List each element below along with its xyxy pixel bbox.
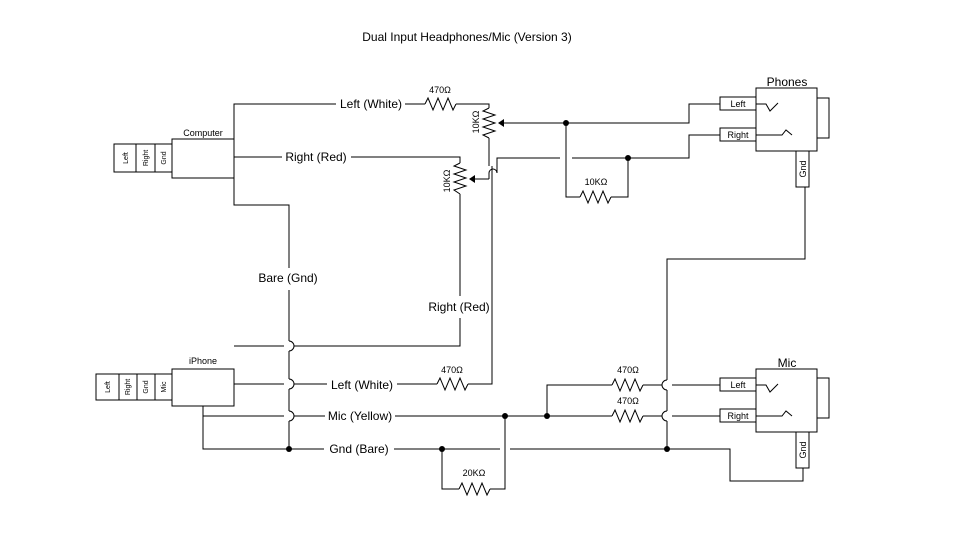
bare-gnd-wire: Bare (Gnd)	[233, 171, 318, 452]
mic-jack: Mic Left Right Gnd	[719, 356, 830, 469]
computer-left-wire-label: Left (White)	[340, 97, 402, 111]
resistor-470-iphone-left	[436, 376, 469, 392]
phones-gnd-label: Gnd	[798, 160, 808, 177]
pot-left: 10KΩ	[471, 107, 504, 166]
mic-right-label: Right	[727, 411, 749, 421]
iphone-right-label: Right (Red)	[428, 300, 489, 314]
iphone-mic-label: Mic (Yellow)	[328, 409, 392, 423]
bare-gnd-label: Bare (Gnd)	[258, 271, 317, 285]
mic-jack-socket	[816, 377, 830, 419]
resistor-470-iphone-left-label: 470Ω	[441, 365, 463, 375]
computer-right-wire: Right (Red)	[234, 150, 461, 164]
resistor-10k-bridge	[579, 189, 612, 205]
bridge-resistor-label: 10KΩ	[585, 177, 608, 187]
iphone-pin-mic: Mic	[161, 381, 168, 392]
resistor-470-mic-right	[611, 408, 644, 424]
iphone-pin-gnd: Gnd	[143, 380, 150, 393]
phones-jack-socket	[816, 97, 830, 139]
iphone-plug-pins	[95, 373, 173, 401]
mic-gnd-label: Gnd	[798, 441, 808, 458]
iphone-label: iPhone	[189, 356, 217, 366]
computer-plug-body	[171, 138, 235, 179]
computer-pin-gnd: Gnd	[161, 151, 168, 164]
resistor-20k-label: 20KΩ	[463, 468, 486, 478]
resistor-470-left	[424, 96, 457, 112]
iphone-right-wire: Right (Red)	[234, 194, 490, 347]
mic-left-label: Left	[730, 380, 746, 390]
diagram-title: Dual Input Headphones/Mic (Version 3)	[362, 30, 571, 44]
computer-right-wire-label: Right (Red)	[285, 150, 346, 164]
phones-right-label: Right	[727, 130, 749, 140]
computer-left-wire: Left (White) 470Ω	[233, 85, 490, 144]
computer-plug-pins	[113, 143, 173, 173]
phones-left-label: Left	[730, 99, 746, 109]
pot-right-label: 10KΩ	[442, 169, 452, 192]
iphone-mic-wire: Mic (Yellow) 470Ω 470Ω	[202, 365, 720, 424]
iphone-gnd-wire: Gnd (Bare) 20KΩ	[202, 406, 804, 497]
pot-left-label: 10KΩ	[471, 110, 481, 133]
resistor-20k	[458, 481, 491, 497]
resistor-470-mic-right-label: 470Ω	[617, 396, 639, 406]
mic-jack-body	[755, 368, 818, 433]
iphone-pin-left: Left	[105, 381, 112, 393]
mic-label: Mic	[778, 356, 797, 370]
iphone-left-wire: Left (White) 470Ω	[234, 166, 493, 392]
iphone-plug-body	[171, 368, 235, 407]
resistor-470-left-label: 470Ω	[429, 85, 451, 95]
resistor-470-mic-left	[611, 377, 644, 393]
resistor-470-mic-left-label: 470Ω	[617, 365, 639, 375]
phones-jack: Phones Left Right Gnd	[719, 75, 830, 188]
left-output-wire	[504, 103, 720, 126]
computer-pin-right: Right	[143, 150, 150, 166]
computer-pin-left: Left	[123, 152, 130, 164]
iphone-left-label: Left (White)	[331, 378, 393, 392]
phones-gnd-terminal	[795, 150, 810, 188]
computer-plug: Left Right Gnd Computer	[113, 128, 235, 179]
iphone-plug: Left Right Gnd Mic iPhone	[95, 356, 235, 407]
right-output-wire	[475, 134, 720, 180]
iphone-gnd-label: Gnd (Bare)	[329, 442, 388, 456]
computer-label: Computer	[183, 128, 223, 138]
phones-gnd-wire	[661, 187, 806, 449]
bridge-resistor: 10KΩ	[565, 123, 629, 205]
pot-right: 10KΩ	[442, 162, 475, 195]
phones-jack-body	[755, 87, 818, 152]
phones-label: Phones	[767, 75, 808, 89]
iphone-pin-right: Right	[125, 379, 132, 395]
